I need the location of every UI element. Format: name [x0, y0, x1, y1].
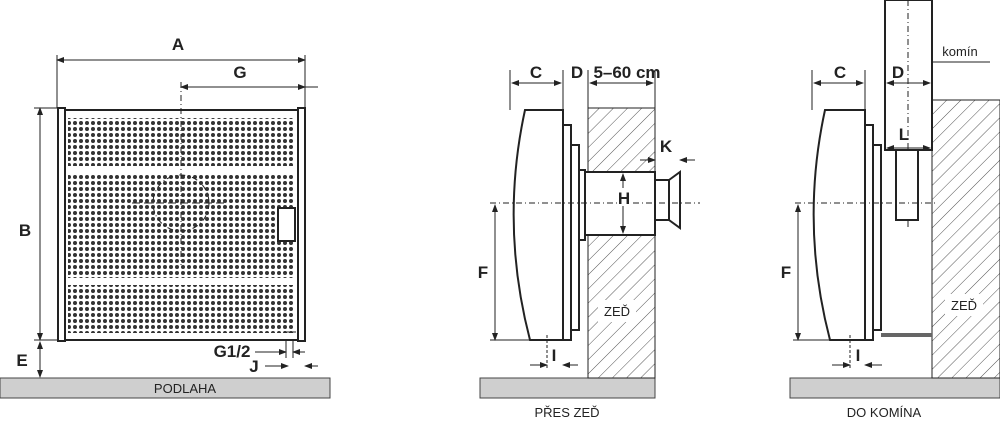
wall — [931, 99, 1000, 379]
through-wall-view: ZEĎ C D 5–60 cm K H F I PŘES ZEĎ — [478, 63, 700, 420]
dim-label-j: J — [249, 357, 258, 376]
dim-label-c: C — [834, 63, 846, 82]
wall-label: ZEĎ — [951, 298, 977, 313]
dim-label-b: B — [19, 221, 31, 240]
left-side-strip — [57, 107, 66, 342]
grille-band — [68, 285, 294, 333]
dim-label-i: I — [856, 346, 861, 365]
dim-label-f: F — [478, 263, 488, 282]
dim-label-k: K — [660, 137, 673, 156]
floor-label: PODLAHA — [154, 381, 216, 396]
wall-label: ZEĎ — [604, 304, 630, 319]
view-caption: DO KOMÍNA — [847, 405, 922, 420]
dim-label-wall-thickness: 5–60 cm — [593, 63, 660, 82]
dim-label-l: L — [899, 125, 909, 144]
dim-label-c: C — [530, 63, 542, 82]
flue-connector — [895, 149, 919, 221]
chimney-view: ZEĎ komín C D L F I DO KOMÍNA — [781, 0, 1000, 420]
control-panel — [277, 207, 296, 242]
dim-label-g: G — [233, 63, 246, 82]
floor — [0, 377, 331, 399]
front-view: PODLAHA A G B E G1/2 J — [0, 35, 331, 399]
view-caption: PŘES ZEĎ — [534, 405, 599, 420]
floor — [789, 377, 1000, 399]
dim-label-g1-2: G1/2 — [214, 342, 251, 361]
dim-label-h: H — [618, 189, 630, 208]
dim-label-f: F — [781, 263, 791, 282]
flue-terminal — [654, 179, 670, 221]
chimney-pipe — [884, 0, 933, 151]
floor — [479, 377, 656, 399]
dim-label-d: D — [892, 63, 904, 82]
dim-label-e: E — [16, 351, 27, 370]
dim-label-a: A — [172, 35, 184, 54]
chimney-label: komín — [942, 44, 977, 59]
dim-label-d: D — [571, 63, 583, 82]
right-side-strip — [297, 107, 306, 342]
wall — [587, 107, 656, 379]
heater-body — [512, 109, 564, 341]
dim-label-i: I — [552, 346, 557, 365]
heater-body — [812, 109, 866, 341]
